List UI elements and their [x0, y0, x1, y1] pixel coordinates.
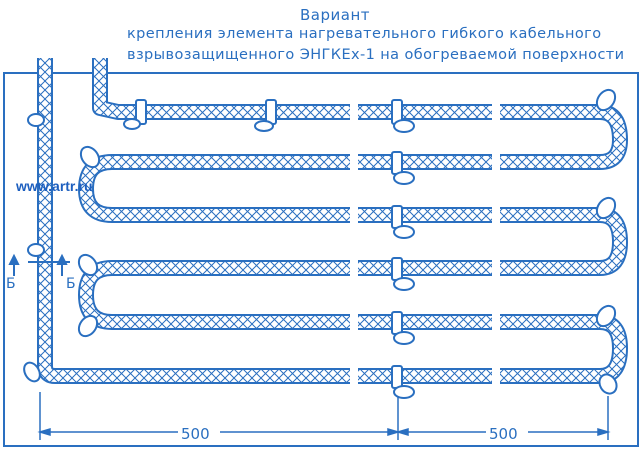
- clip: [598, 373, 618, 395]
- clip: [391, 311, 415, 345]
- section-mark-right: Б: [66, 276, 76, 292]
- clip: [391, 257, 415, 291]
- clip: [77, 253, 99, 277]
- section-mark-left: Б: [6, 276, 16, 292]
- clip: [27, 243, 45, 257]
- clip: [123, 99, 147, 130]
- clip: [391, 99, 415, 133]
- clip: [391, 205, 415, 239]
- clip: [595, 196, 617, 220]
- clip: [77, 314, 99, 338]
- dimension-label-left: 500: [181, 425, 210, 443]
- heating-cable: [37, 58, 628, 384]
- heated-surface-outline: [3, 72, 639, 447]
- title-caption-line-2: взрывозащищенного ЭНГКЕх-1 на обогреваем…: [127, 47, 625, 63]
- clip: [391, 151, 415, 185]
- cable-section-gaps: [350, 100, 500, 388]
- watermark: www.artr.ru: [16, 178, 93, 194]
- clip: [254, 99, 277, 132]
- dimension-label-right: 500: [489, 425, 518, 443]
- clip: [595, 88, 617, 112]
- clip: [27, 113, 45, 127]
- clip: [23, 361, 41, 383]
- clip: [79, 145, 101, 169]
- clip: [391, 365, 415, 399]
- mounting-clips: [23, 88, 618, 399]
- section-cut: [8, 253, 70, 276]
- title-variant: Вариант: [300, 6, 370, 24]
- clip: [595, 304, 617, 328]
- title-caption-line-1: крепления элемента нагревательного гибко…: [127, 26, 602, 42]
